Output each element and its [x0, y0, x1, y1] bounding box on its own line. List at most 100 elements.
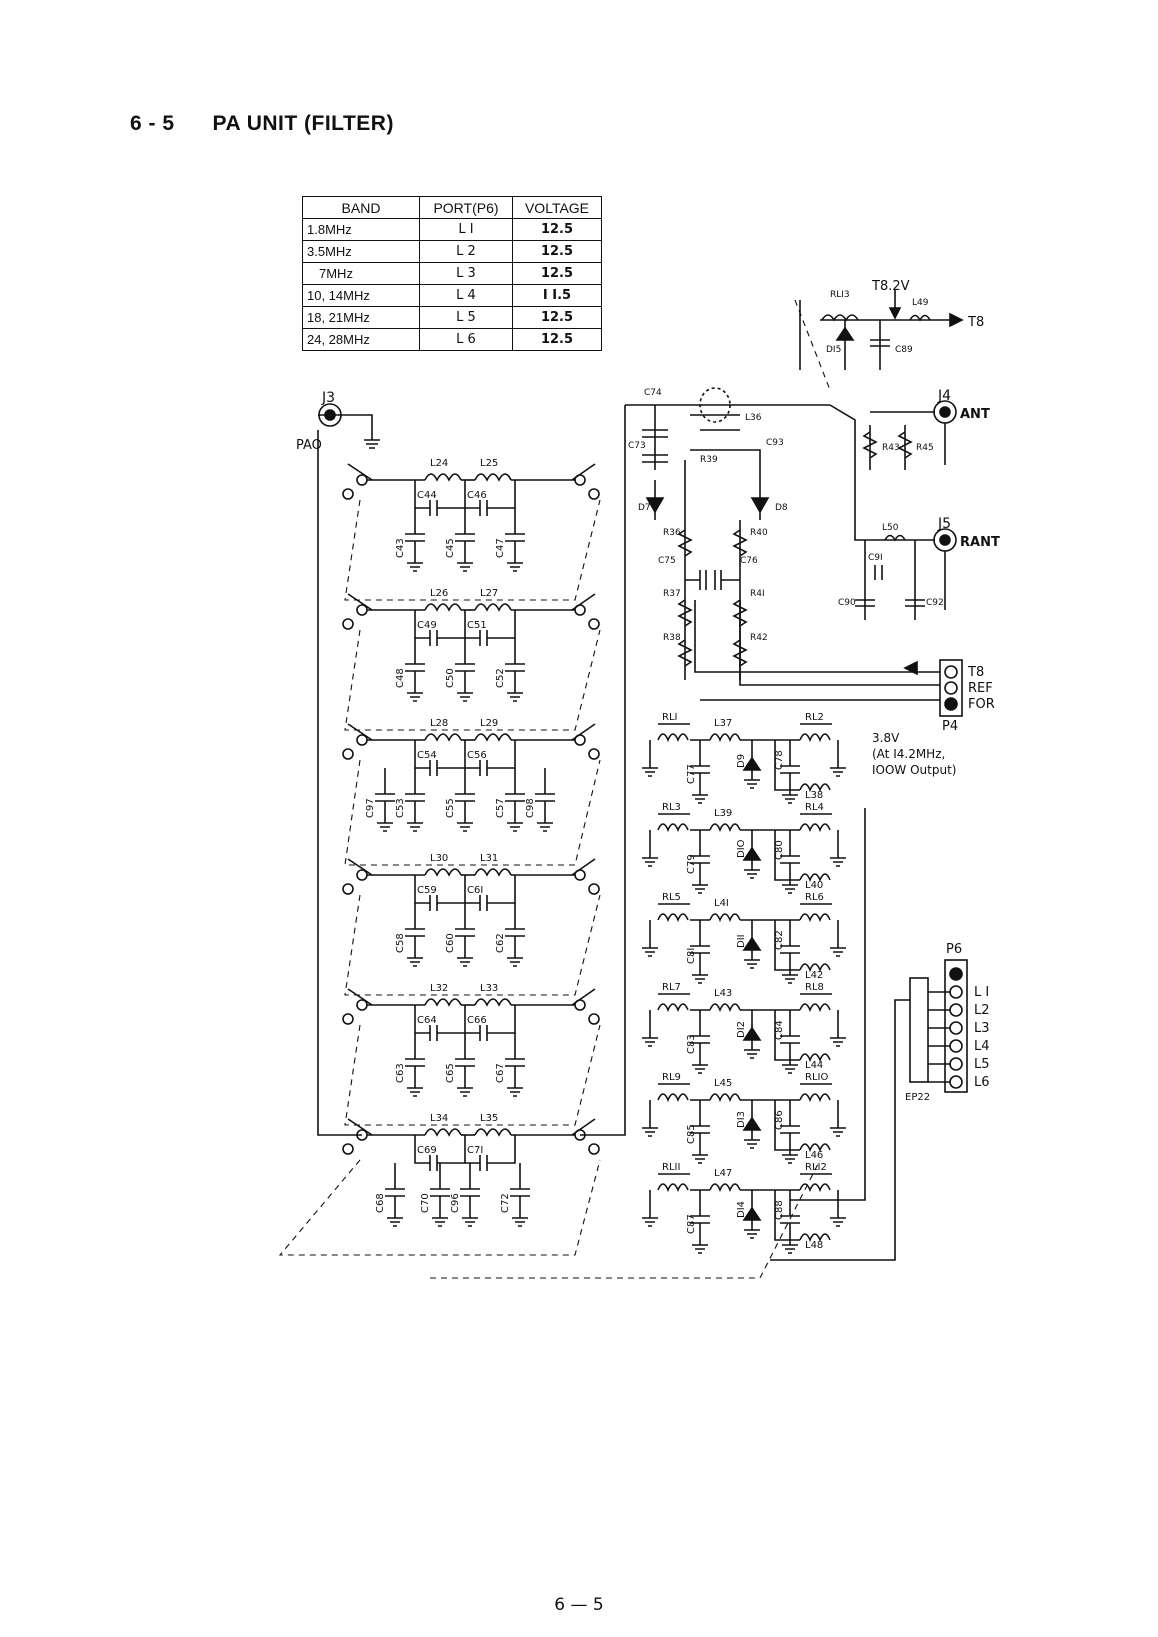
label-c93: C93 [766, 438, 784, 448]
switch-arm-icon [571, 988, 596, 1006]
header-port: PORT(P6) [419, 196, 513, 219]
inductor-icon [424, 998, 462, 1007]
relay-coil-icon [657, 1183, 689, 1193]
ground-icon [692, 1064, 708, 1074]
relay-wire [774, 1010, 800, 1061]
capacitor-icon [510, 1163, 530, 1218]
ground-icon [512, 1217, 528, 1227]
switch-contact-icon [342, 748, 354, 760]
label-p6-pin-l4: L4 [974, 1039, 990, 1054]
page-number: 6 — 5 [554, 1595, 604, 1615]
ground-icon [387, 1217, 403, 1227]
capacitor-label: C49 [417, 620, 437, 631]
switch-contact-icon [588, 488, 600, 500]
switch-arm-icon [347, 858, 373, 876]
capacitor-icon [460, 1163, 480, 1218]
diode-icon [742, 1116, 762, 1131]
switch-arm-icon [571, 593, 596, 611]
inductor-icon [474, 998, 512, 1007]
capacitor-icon [385, 1163, 405, 1218]
ground-icon [830, 1037, 846, 1047]
ground-icon [507, 822, 523, 832]
diode-icon [742, 1026, 762, 1041]
inductor-icon [709, 1093, 741, 1103]
label-j5: J5 [937, 516, 951, 532]
capacitor-icon [505, 1033, 525, 1088]
label-pao: PAO [296, 438, 322, 453]
ground-icon [830, 857, 846, 867]
ground-icon [642, 947, 658, 957]
label-r37: R37 [663, 589, 681, 599]
inductor-label: L24 [430, 458, 448, 469]
label-c76: C76 [740, 556, 758, 566]
inductor-icon [799, 1143, 831, 1153]
inductor-icon [709, 1183, 741, 1193]
voltage-cell: 12.5 [512, 328, 602, 351]
capacitor-label: C70 [420, 1193, 431, 1213]
label-l49: L49 [912, 298, 929, 308]
ground-icon [432, 1217, 448, 1227]
ground-icon [407, 692, 423, 702]
relay-coil-icon [657, 823, 689, 833]
capacitor-icon [780, 1190, 800, 1245]
inductor-label: L35 [480, 1113, 498, 1124]
note-voltage: 3.8V [872, 731, 900, 745]
inductor-icon [799, 1053, 831, 1063]
relay-coil-icon [799, 913, 831, 923]
inductor-label: L39 [714, 808, 732, 819]
relay-coil-icon [657, 1093, 689, 1103]
section-title: PA UNIT (FILTER) [212, 112, 394, 135]
ground-icon [782, 1244, 798, 1254]
inductor-label: L32 [430, 983, 448, 994]
label-r40: R40 [750, 528, 768, 538]
label-p6: P6 [946, 942, 962, 957]
capacitor-icon [405, 903, 425, 958]
relay-coil-icon [657, 913, 689, 923]
relay-wire [774, 830, 800, 881]
relay-coil-icon [799, 823, 831, 833]
section-number: 6 - 5 [130, 112, 175, 135]
label-d7: D7 [638, 503, 651, 513]
relay-coil-icon [799, 733, 831, 743]
label-r43: R43 [882, 443, 900, 453]
capacitor-icon [505, 903, 525, 958]
switch-arm-icon [571, 858, 596, 876]
capacitor-icon [465, 610, 516, 646]
ground-icon [642, 1217, 658, 1227]
ground-icon [830, 1127, 846, 1137]
ground-icon [407, 822, 423, 832]
relay-label: RL8 [805, 982, 824, 993]
label-d15: DI5 [826, 345, 841, 355]
capacitor-icon [405, 508, 425, 563]
inductor-label: L25 [480, 458, 498, 469]
table-row: 24, 28MHz L 6 12.5 [302, 328, 602, 351]
label-p6-pin-l6: L6 [974, 1075, 990, 1090]
ground-icon [692, 884, 708, 894]
ground-icon [462, 1217, 478, 1227]
switch-arm-icon [571, 463, 596, 481]
capacitor-icon [455, 903, 475, 958]
ground-icon [782, 1064, 798, 1074]
ground-icon [830, 1217, 846, 1227]
inductor-label: L37 [714, 718, 732, 729]
inductor-icon [424, 473, 462, 482]
label-r36: R36 [663, 528, 681, 538]
inductor-label: L4I [714, 898, 729, 909]
diode-icon [742, 756, 762, 771]
ground-icon [507, 562, 523, 572]
capacitor-label: C54 [417, 750, 437, 761]
capacitor-label: C50 [445, 668, 456, 688]
capacitor-label: C7I [467, 1145, 483, 1156]
label-d8: D8 [775, 503, 788, 513]
capacitor-label: C55 [445, 798, 456, 818]
relay-label: RL7 [662, 982, 681, 993]
switch-contact-icon [588, 748, 600, 760]
relay-label: RLI2 [805, 1162, 827, 1173]
